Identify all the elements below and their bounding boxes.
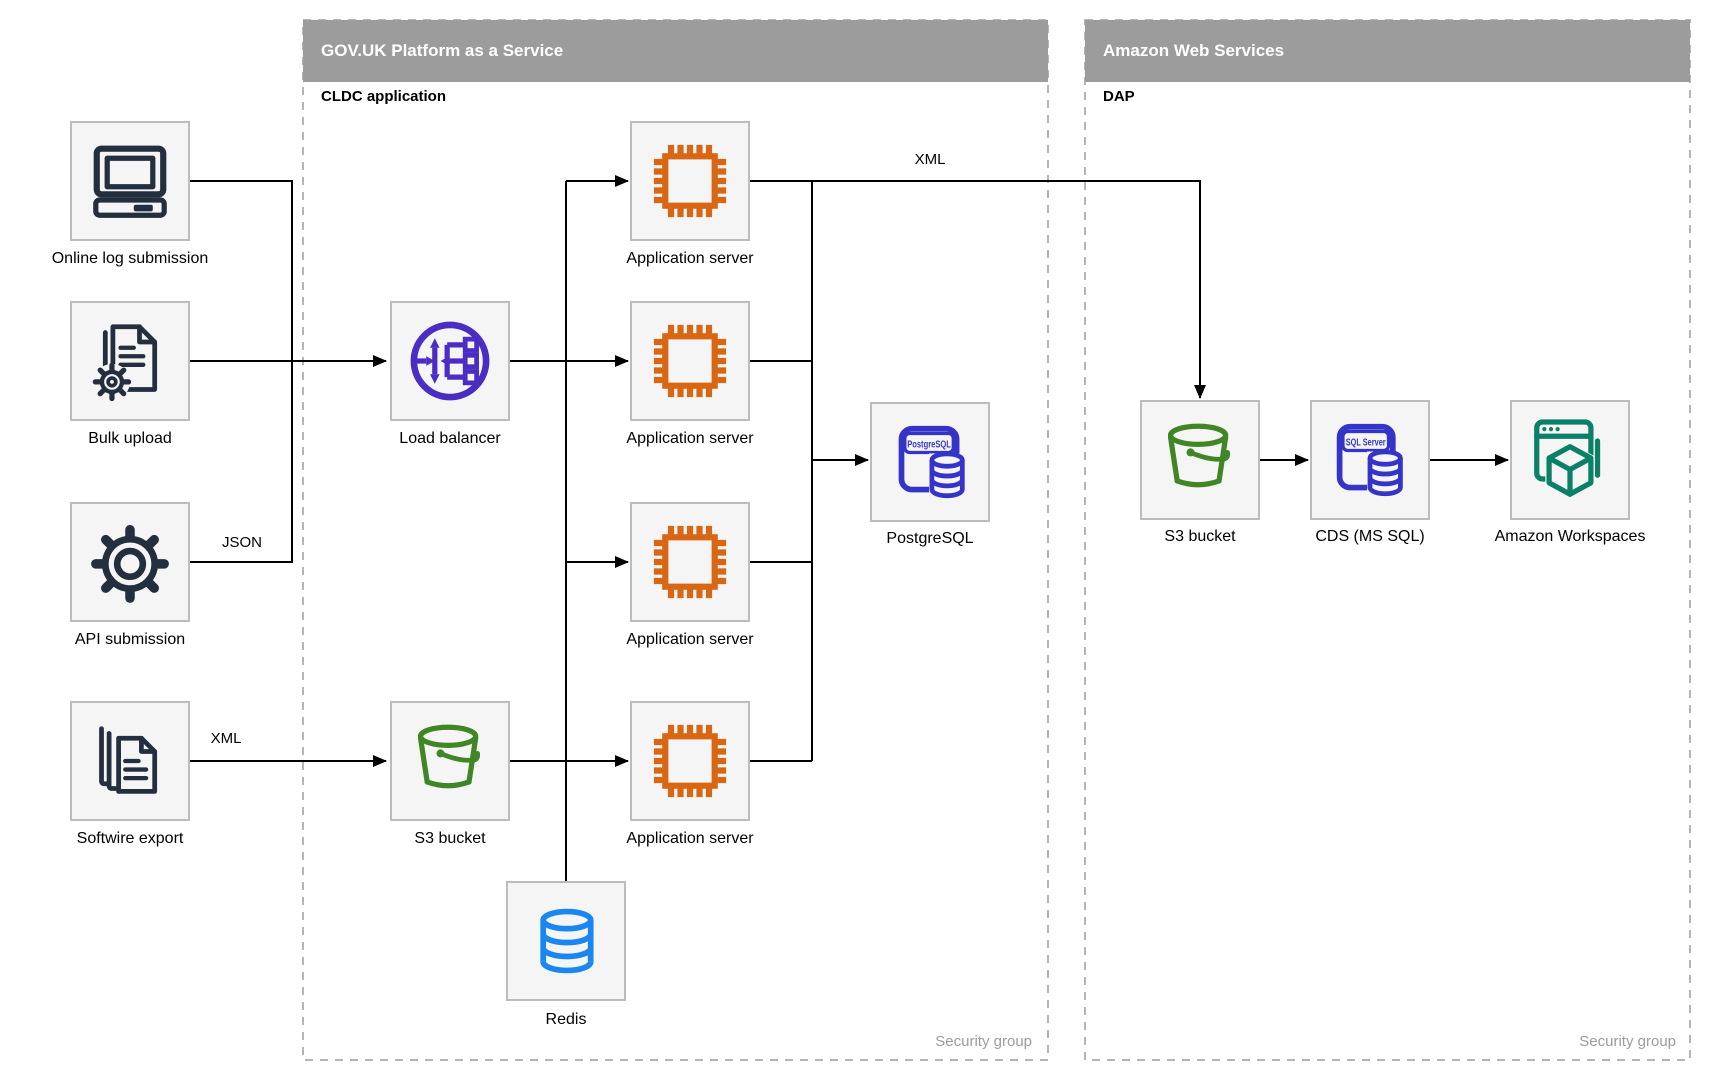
node-softwire-export bbox=[70, 701, 190, 821]
node-label-load-balancer: Load balancer bbox=[399, 430, 501, 447]
cpu-chip-icon bbox=[653, 525, 727, 599]
edge-online-log-and-api-merge bbox=[190, 180, 293, 563]
node-label-amazon-workspaces: Amazon Workspaces bbox=[1494, 528, 1646, 545]
govuk-container-header: GOV.UK Platform as a Service bbox=[303, 20, 1048, 82]
load-balancer-icon bbox=[410, 321, 490, 401]
node-label-s3-bucket-aws: S3 bucket bbox=[1164, 528, 1236, 545]
node-app-server-3 bbox=[630, 502, 750, 622]
node-postgresql: PostgreSQL bbox=[870, 402, 990, 522]
node-label-app-server-3: Application server bbox=[626, 631, 754, 648]
node-app-server-1 bbox=[630, 121, 750, 241]
s3-bucket-icon bbox=[1167, 423, 1231, 488]
edge-label-json: JSON bbox=[221, 534, 263, 551]
desktop-computer-icon bbox=[93, 145, 167, 218]
node-app-server-4 bbox=[630, 701, 750, 821]
sql-server-database-icon: SQL Server bbox=[1336, 423, 1408, 497]
documents-stack-icon bbox=[99, 726, 158, 794]
node-s3-bucket-aws bbox=[1140, 400, 1260, 520]
node-label-app-server-2: Application server bbox=[626, 430, 754, 447]
aws-security-group-label: Security group bbox=[1579, 1033, 1676, 1050]
cpu-chip-icon bbox=[653, 144, 727, 218]
node-label-app-server-1: Application server bbox=[626, 250, 754, 267]
node-app-server-2 bbox=[630, 301, 750, 421]
node-amazon-workspaces bbox=[1510, 400, 1630, 520]
node-label-redis: Redis bbox=[545, 1011, 587, 1028]
aws-container-header: Amazon Web Services bbox=[1085, 20, 1690, 82]
s3-bucket-icon bbox=[417, 724, 481, 789]
node-label-s3-bucket-paas: S3 bucket bbox=[414, 830, 486, 847]
sql-server-icon-text: SQL Server bbox=[1346, 437, 1386, 448]
document-gear-icon bbox=[92, 324, 158, 402]
node-label-app-server-4: Application server bbox=[626, 830, 754, 847]
node-api-submission bbox=[70, 502, 190, 622]
cpu-chip-icon bbox=[653, 324, 727, 398]
govuk-security-group-label: Security group bbox=[935, 1033, 1032, 1050]
edge-app-server-xml-to-aws-s3 bbox=[750, 180, 1206, 399]
govuk-container-border bbox=[302, 19, 1049, 1061]
aws-sublabel-dap: DAP bbox=[1103, 88, 1135, 105]
edge-label-xml-appserver: XML bbox=[914, 151, 946, 168]
postgresql-icon-text: PostgreSQL bbox=[907, 439, 951, 450]
node-label-postgresql: PostgreSQL bbox=[886, 530, 974, 547]
workspaces-window-icon bbox=[1534, 419, 1601, 499]
node-s3-bucket-paas bbox=[390, 701, 510, 821]
node-label-bulk-upload: Bulk upload bbox=[88, 430, 172, 447]
node-cds-ms-sql: SQL Server bbox=[1310, 400, 1430, 520]
node-label-cds-ms-sql: CDS (MS SQL) bbox=[1315, 528, 1425, 545]
database-cylinder-icon bbox=[540, 908, 594, 974]
node-label-api-submission: API submission bbox=[74, 631, 186, 648]
edge-label-xml-softwire: XML bbox=[210, 730, 242, 747]
node-redis bbox=[506, 881, 626, 1001]
node-load-balancer bbox=[390, 301, 510, 421]
node-label-softwire-export: Softwire export bbox=[76, 830, 184, 847]
node-online-log-submission bbox=[70, 121, 190, 241]
postgresql-database-icon: PostgreSQL bbox=[898, 425, 970, 499]
gear-icon bbox=[91, 524, 169, 603]
node-bulk-upload bbox=[70, 301, 190, 421]
node-label-online-log-submission: Online log submission bbox=[51, 250, 209, 267]
cpu-chip-icon bbox=[653, 724, 727, 798]
govuk-sublabel-cldc: CLDC application bbox=[321, 88, 447, 105]
